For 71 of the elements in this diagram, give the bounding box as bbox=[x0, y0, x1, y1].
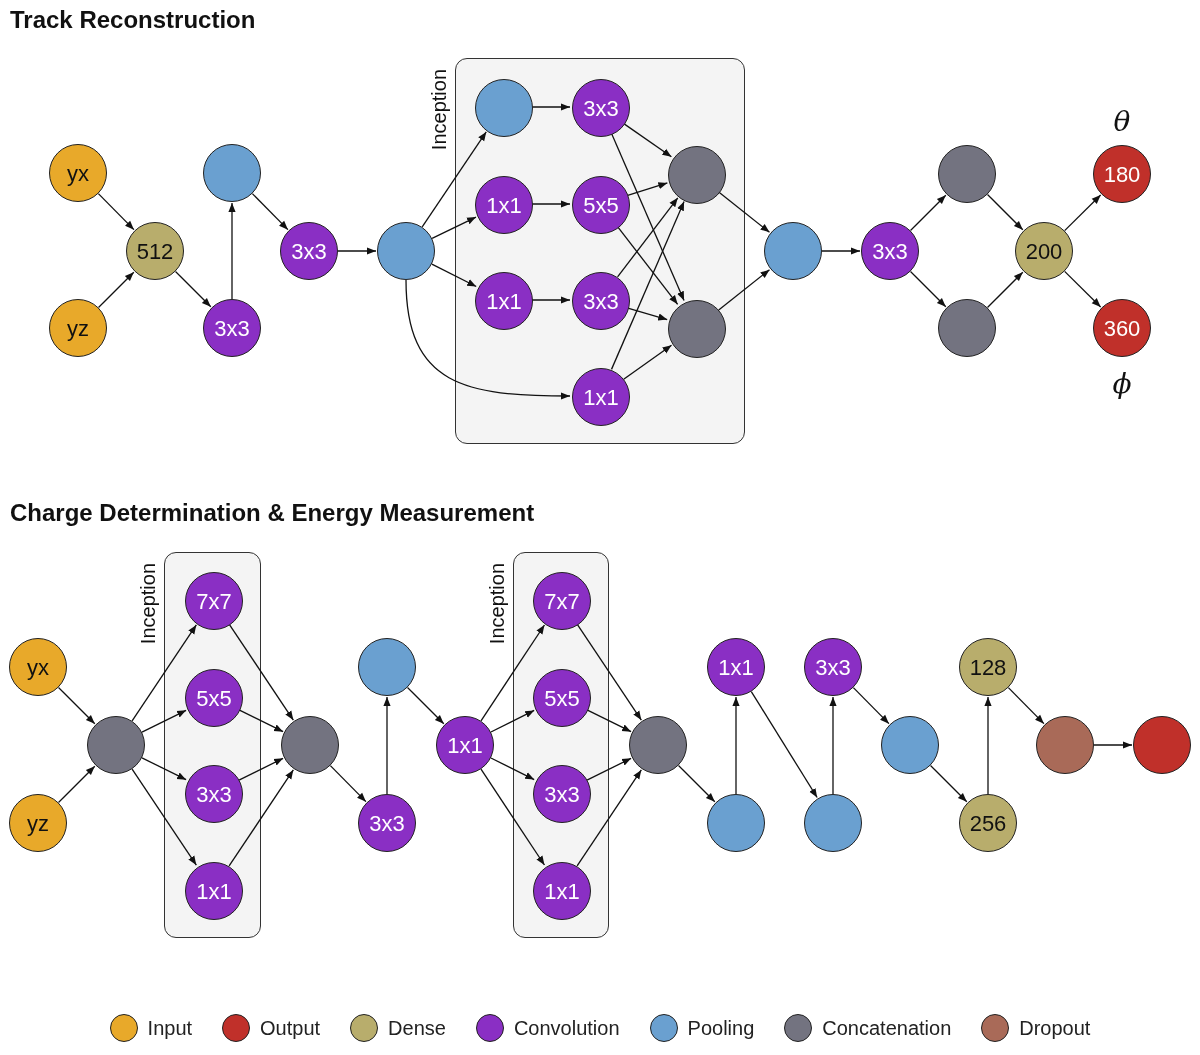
arrow bbox=[329, 765, 367, 803]
block-heading: Inception bbox=[138, 563, 158, 645]
arrow bbox=[1064, 270, 1102, 308]
arrow bbox=[750, 691, 818, 799]
section-heading: Track Reconstruction bbox=[10, 5, 256, 35]
legend-label: Dropout bbox=[1019, 1016, 1091, 1041]
arrow bbox=[251, 193, 289, 231]
arrow bbox=[531, 103, 571, 111]
arrow bbox=[623, 344, 673, 380]
legend-label: Concatenation bbox=[822, 1016, 952, 1041]
arrow bbox=[718, 191, 771, 233]
arrow bbox=[141, 757, 187, 781]
arrow bbox=[431, 263, 477, 288]
angle-symbol: ϕ bbox=[1111, 370, 1133, 398]
arrow bbox=[531, 296, 571, 304]
legend-label: Convolution bbox=[513, 1016, 620, 1041]
arrow bbox=[490, 757, 535, 781]
arrow bbox=[984, 696, 992, 795]
arrow bbox=[829, 696, 837, 795]
arrow bbox=[929, 764, 968, 803]
arrow bbox=[238, 709, 284, 733]
arrow bbox=[238, 757, 284, 781]
legend-label: Dense bbox=[388, 1016, 446, 1041]
arrow bbox=[57, 765, 96, 804]
arrow bbox=[490, 709, 535, 733]
arrow bbox=[616, 197, 679, 278]
arrow bbox=[97, 193, 135, 231]
arrow bbox=[1093, 741, 1133, 749]
arrow bbox=[732, 696, 740, 795]
arrow bbox=[228, 769, 294, 867]
arrow bbox=[405, 279, 571, 400]
arrow bbox=[909, 270, 947, 308]
legend-label: Output bbox=[260, 1016, 321, 1041]
arrow bbox=[610, 132, 685, 302]
arrow bbox=[57, 686, 96, 725]
arrow bbox=[383, 696, 391, 795]
arrow bbox=[480, 768, 546, 866]
arrow bbox=[174, 270, 212, 308]
arrow bbox=[909, 194, 947, 232]
arrow bbox=[718, 269, 771, 311]
arrow bbox=[821, 247, 861, 255]
arrow bbox=[531, 200, 571, 208]
arrow bbox=[228, 623, 294, 721]
arrow bbox=[431, 216, 477, 239]
arrow bbox=[131, 624, 197, 722]
arrow bbox=[986, 271, 1024, 309]
legend-label: Input bbox=[147, 1016, 193, 1041]
arrow bbox=[852, 687, 890, 725]
block-heading: Inception bbox=[487, 563, 507, 645]
section-heading: Charge Determination & Energy Measurement bbox=[10, 498, 535, 528]
arrow bbox=[623, 122, 673, 158]
arrow bbox=[1064, 194, 1102, 232]
angle-symbol: θ bbox=[1112, 108, 1132, 136]
arrow bbox=[617, 226, 679, 305]
block-heading: Inception bbox=[429, 69, 449, 151]
arrow bbox=[586, 709, 632, 733]
arrow bbox=[480, 624, 546, 722]
arrow bbox=[576, 623, 642, 721]
arrow bbox=[406, 686, 445, 725]
arrow bbox=[228, 202, 236, 300]
arrow bbox=[141, 709, 187, 733]
arrow bbox=[986, 193, 1024, 231]
arrow bbox=[421, 131, 487, 228]
arrow bbox=[337, 247, 377, 255]
legend-label: Pooling bbox=[687, 1016, 755, 1041]
arrow bbox=[131, 768, 197, 866]
arrow bbox=[576, 769, 642, 867]
arrow bbox=[97, 271, 135, 309]
arrow bbox=[677, 764, 716, 803]
arrow bbox=[586, 757, 632, 781]
arrow bbox=[1007, 687, 1045, 725]
